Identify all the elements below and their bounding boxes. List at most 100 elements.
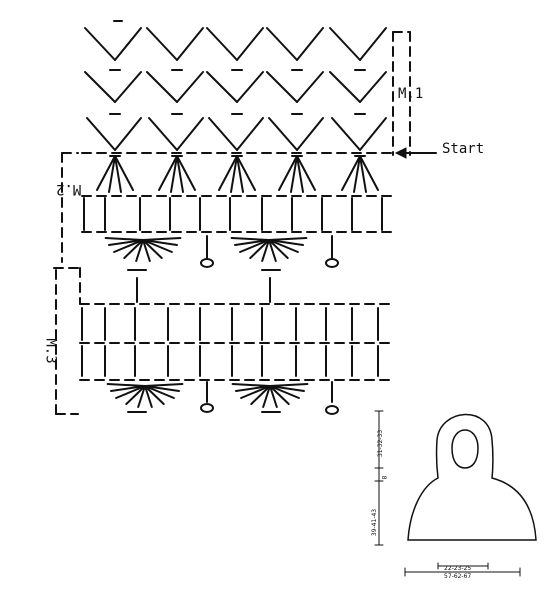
v-stitch [329,71,361,103]
v-stitch [114,71,142,103]
shell-fan [137,385,146,408]
shell-fan [262,385,271,408]
label-m3: M.3 [42,338,59,364]
start-arrow-head [394,147,407,159]
shell-fan [125,385,146,405]
garment-outline [407,413,537,541]
shell-fan [235,385,271,392]
shell-fan [268,239,289,259]
label-start: Start [442,141,485,157]
shell-fan [250,385,271,405]
shell-fan [268,237,308,241]
v-stitch [359,117,387,151]
v-stitch [268,117,298,151]
dc-stitch [158,155,178,191]
shell-fan [269,383,309,387]
shell-fan [231,383,271,387]
shell-fan [106,383,146,387]
v-stitch [114,117,142,151]
v-stitch [296,27,324,61]
dc-stitch [170,155,178,193]
v-stitch [266,27,298,61]
shell-fan [144,385,175,399]
shell-fan [269,385,300,399]
v-stitch [114,27,142,61]
shell-fan [142,237,182,241]
shell-fan [261,239,270,262]
slip-stitch-oval [325,258,339,268]
shell-fan [142,239,151,262]
dim-height-upper: 31-32-33 [377,429,385,458]
dc-stitch [236,155,256,191]
shell-fan [142,239,163,259]
shell-fan [268,239,277,262]
v-stitch [84,27,116,61]
dc-stitch [290,155,298,193]
dc-stitch [114,155,134,191]
dc-stitch [114,155,122,193]
shell-fan [142,239,173,253]
dim-width-top: 22-23-25 [444,565,472,572]
shell-fan [249,239,270,259]
dc-stitch [218,155,238,191]
slip-stitch-oval [200,403,214,413]
v-stitch [266,71,298,103]
v-stitch [148,117,178,151]
dc-stitch [176,155,184,193]
dc-stitch [176,155,196,191]
shell-fan [240,385,271,399]
v-stitch [236,71,264,103]
shell-fan [230,237,270,241]
dim-height-lower: 39-41-43 [371,508,379,537]
shell-fan [108,239,144,246]
v-stitch [146,71,178,103]
dc-stitch [359,155,379,191]
dc-stitch [296,155,304,193]
shell-fan [123,239,144,259]
dim-height-mid: 8 [381,475,389,480]
shell-fan [113,239,144,253]
v-stitch [331,117,361,151]
shell-fan [268,239,304,246]
v-stitch [206,27,238,61]
label-m1: M.1 [398,86,424,102]
dc-stitch [353,155,361,193]
v-stitch [236,27,264,61]
shell-fan [268,239,299,253]
shell-fan [269,385,290,405]
slip-stitch-oval [200,258,214,268]
dc-stitch [341,155,361,191]
shell-fan [269,385,305,392]
v-stitch [329,27,361,61]
shell-fan [110,385,146,392]
v-stitch [176,27,204,61]
shell-fan [144,385,180,392]
shell-fan [144,383,184,387]
hood-opening [451,429,479,469]
v-stitch [86,117,116,151]
dim-width-bottom: 57-62-67 [444,573,472,580]
v-stitch [296,117,324,151]
shell-fan [115,385,146,399]
dc-stitch [359,155,367,193]
v-stitch [146,27,178,61]
v-stitch [84,71,116,103]
dc-stitch [296,155,316,191]
v-stitch [359,71,387,103]
dc-stitch [278,155,298,191]
shell-fan [104,237,144,241]
v-stitch [176,71,204,103]
shell-fan [239,239,270,253]
slip-stitch-oval [325,405,339,415]
v-stitch [176,117,204,151]
shell-fan [142,239,178,246]
dc-stitch [96,155,116,191]
dc-stitch [230,155,238,193]
v-stitch [359,27,387,61]
shell-fan [269,385,278,408]
v-stitch [236,117,264,151]
label-m2: M.2 [56,181,82,197]
v-stitch [296,71,324,103]
